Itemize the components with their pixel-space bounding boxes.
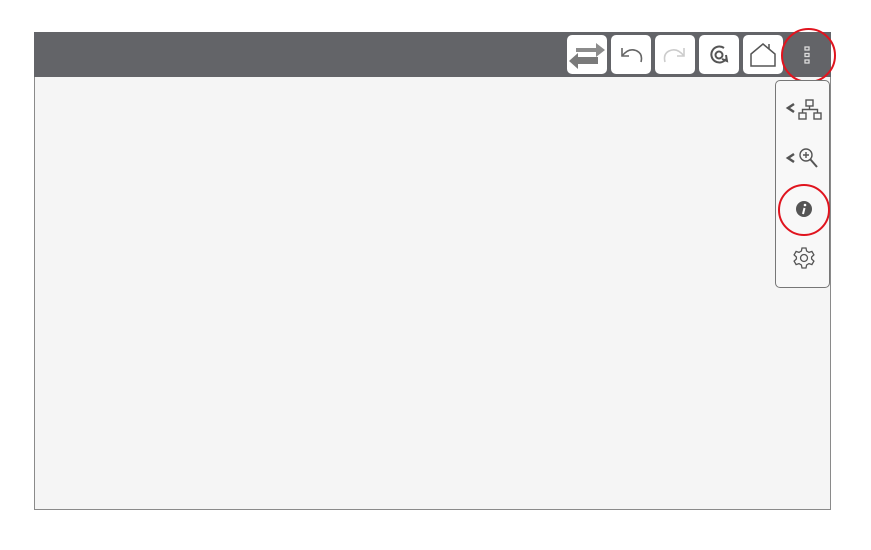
home-icon	[750, 42, 776, 67]
hierarchy-menu-item[interactable]	[776, 89, 831, 129]
zoom-menu-item[interactable]	[776, 138, 831, 178]
undo-icon	[621, 47, 643, 62]
swap-button[interactable]	[567, 35, 607, 74]
canvas-area[interactable]	[34, 32, 831, 510]
collapse-zoom-icon	[785, 148, 818, 168]
swap-arrows-icon	[569, 42, 605, 69]
settings-menu-item[interactable]	[776, 238, 831, 278]
info-menu-item[interactable]	[776, 189, 831, 229]
home-button[interactable]	[743, 35, 783, 74]
settings-gear-icon	[792, 247, 815, 269]
redo-button[interactable]	[655, 35, 695, 74]
more-button[interactable]	[787, 35, 827, 74]
info-icon	[795, 201, 812, 217]
side-menu	[775, 80, 830, 288]
redo-icon	[663, 47, 685, 62]
refresh-icon	[710, 45, 729, 63]
collapse-hierarchy-icon	[785, 99, 822, 120]
more-vertical-icon	[804, 45, 810, 64]
undo-button[interactable]	[611, 35, 651, 74]
refresh-button[interactable]	[699, 35, 739, 74]
toolbar	[34, 32, 831, 77]
